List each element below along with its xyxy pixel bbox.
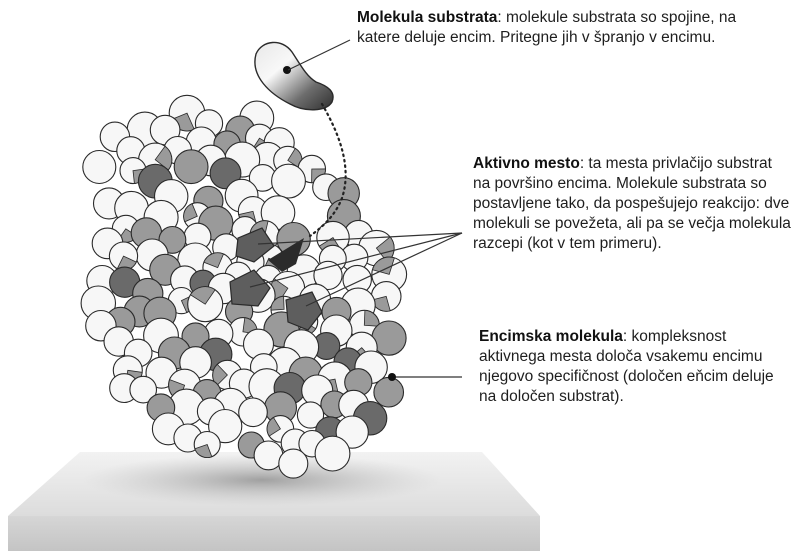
label-substrate: Molekula substrata: molekule substrata s… [357,8,757,48]
label-enzyme-term: Encimska molekula [479,328,623,345]
label-substrate-term: Molekula substrata [357,9,497,26]
atom-sphere-shade [364,310,379,326]
label-enzyme: Encimska molekula: kompleksnost aktivneg… [479,327,791,407]
atom-sphere [374,377,404,407]
leader-enzyme-dot [388,373,396,381]
atom-sphere [174,150,208,184]
label-active-site: Aktivno mesto: ta mesta privlačijo subst… [473,154,793,254]
atom-sphere [315,436,350,471]
substrate-molecule [255,42,333,109]
atom-sphere [83,151,116,184]
atom-sphere [239,398,268,427]
leader-substrate [288,40,350,70]
atom-sphere [279,449,308,478]
label-active-site-term: Aktivno mesto [473,155,580,172]
atom-sphere [272,164,306,198]
substrate-shape [255,42,333,109]
pedestal-front [8,516,540,551]
substrate-pointer-dot [283,66,291,74]
